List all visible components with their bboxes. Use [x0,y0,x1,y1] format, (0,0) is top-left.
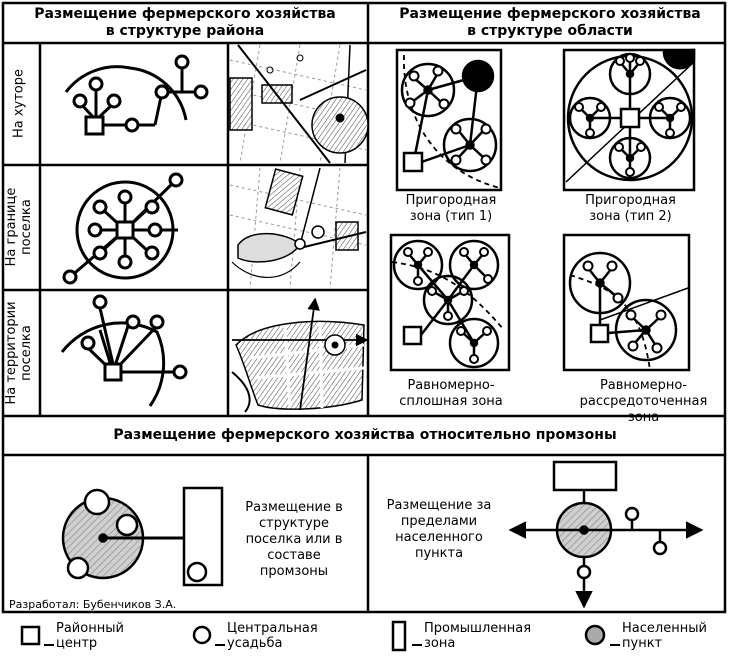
caption-even-dispersed: Равномерно-рассредоточенная зона [579,378,708,425]
region-title: Размещение фермерского хозяйства в струк… [399,6,701,39]
map-sketch-2 [229,167,367,289]
suburban-type2 [562,48,696,192]
industrial-title: Размещение фермерского хозяйства относит… [113,427,617,443]
industrial-left-text: Размещение в структуре поселка или в сос… [245,500,343,579]
caption-suburban-1: Пригородная зона (тип 1) [405,193,497,224]
hatched-circle-icon [584,624,606,646]
legend-label-industrial-zone: Промышленная зона [424,621,532,651]
table-frame [1,1,727,614]
row-label-territory: На территории поселка [4,301,34,405]
legend-label-settlement: Населенный пункт [622,621,707,651]
even-dispersed [562,233,691,372]
rectangle-icon [391,620,407,652]
circle-icon [192,625,212,645]
caption-suburban-2: Пригородная зона (тип 2) [585,193,676,224]
map-sketch-1 [229,44,369,164]
industrial-right-text: Размещение за пределами населенного пунк… [386,498,492,561]
legend-label-district-center: Районный центр [56,621,124,651]
suburban-type1 [395,48,503,192]
industrial-inside [61,486,224,587]
row-label-border: На границе поселка [4,187,34,267]
row-label-farmstead: На хуторе [11,68,27,139]
even-continuous [389,233,511,372]
author-credit: Разработал: Бубенчиков З.А. [9,598,177,611]
map-sketch-3 [231,297,369,413]
legend-icons [20,620,620,652]
legend-label-central-estate: Центральная усадьба [227,621,318,651]
district-title: Размещение фермерского хозяйства в струк… [34,6,336,39]
industrial-outside [508,460,704,609]
farmstead-scheme [64,54,209,136]
caption-even-continuous: Равномерно-сплошная зона [399,378,503,409]
border-scheme [62,172,184,285]
square-icon [20,625,41,646]
territory-scheme [60,294,188,407]
